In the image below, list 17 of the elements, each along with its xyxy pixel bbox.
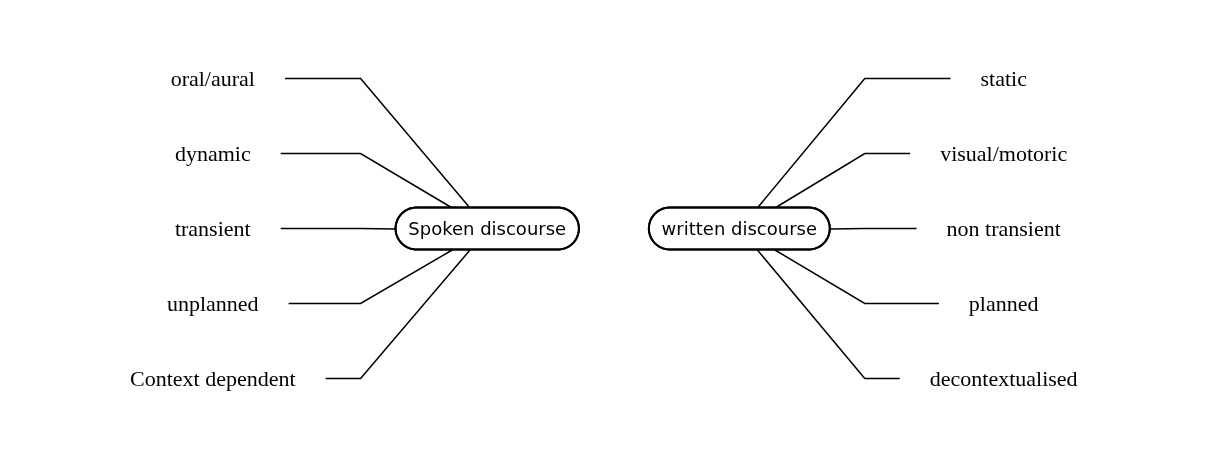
node-text: visual/motoric bbox=[940, 141, 1068, 166]
connector bbox=[774, 249, 940, 305]
node-text: oral/aural bbox=[170, 66, 256, 91]
connector bbox=[756, 249, 901, 380]
node-text: unplanned bbox=[167, 290, 259, 316]
node-text: planned bbox=[969, 290, 1039, 316]
node-text: decontextualised bbox=[929, 365, 1078, 391]
node-text: static bbox=[980, 66, 1028, 91]
node-text: transient bbox=[175, 215, 251, 241]
node-text: Context dependent bbox=[130, 365, 296, 391]
connector bbox=[325, 249, 471, 380]
connector bbox=[756, 77, 952, 209]
connector bbox=[284, 77, 471, 209]
connector bbox=[288, 249, 454, 305]
node-text: dynamic bbox=[175, 141, 251, 166]
connector bbox=[829, 227, 918, 230]
node-text: non transient bbox=[946, 215, 1062, 241]
